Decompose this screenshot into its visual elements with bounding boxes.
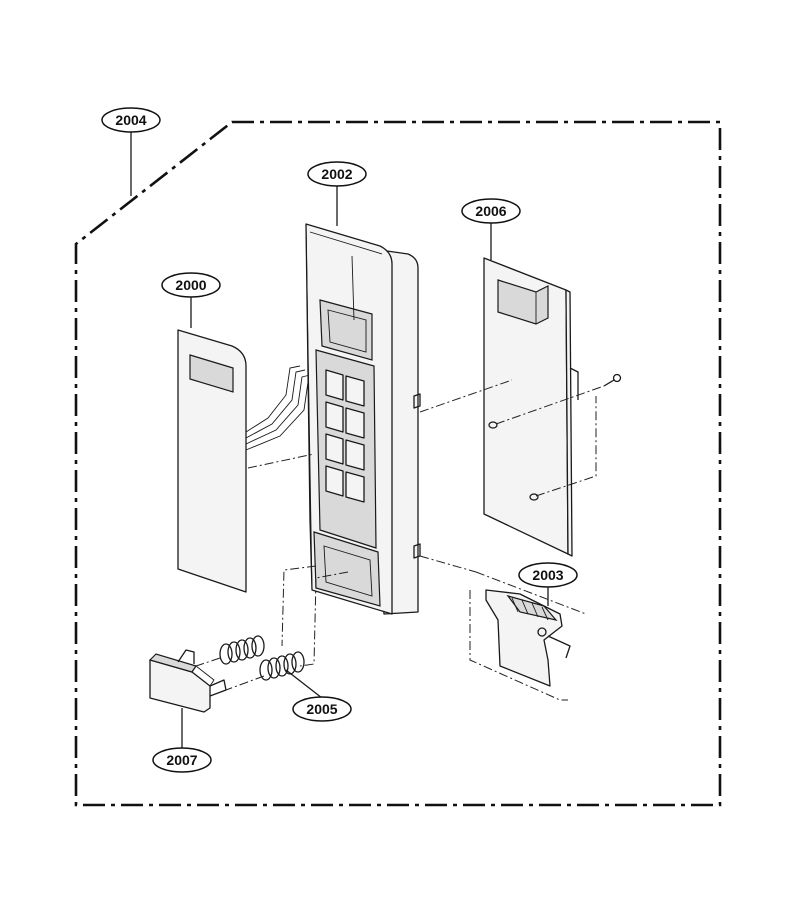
front-frame: [305, 223, 421, 615]
door-button: [148, 649, 227, 713]
spring-lower: [259, 651, 305, 681]
svg-text:2000: 2000: [175, 277, 206, 293]
callout-2000: 2000: [161, 272, 221, 298]
svg-text:2004: 2004: [115, 112, 146, 128]
svg-text:2003: 2003: [532, 567, 563, 583]
callout-2002: 2002: [307, 161, 367, 187]
svg-text:2005: 2005: [306, 701, 337, 717]
assembly-phantom-lines: [195, 379, 605, 701]
svg-text:2002: 2002: [321, 166, 352, 182]
assembly-boundary: [74, 120, 722, 807]
springs: [219, 635, 305, 681]
svg-text:2006: 2006: [475, 203, 506, 219]
callout-2006: 2006: [461, 198, 521, 224]
callout-2004: 2004: [101, 107, 161, 133]
callout-2003: 2003: [518, 562, 578, 588]
callout-2005: 2005: [292, 696, 352, 722]
latch-lever: [485, 589, 571, 687]
membrane-keypad: [177, 329, 313, 593]
svg-text:2007: 2007: [166, 752, 197, 768]
callout-2007: 2007: [152, 747, 212, 773]
pcb-board: [483, 257, 622, 557]
leader-lines: [130, 132, 549, 748]
spring-upper: [219, 635, 265, 665]
